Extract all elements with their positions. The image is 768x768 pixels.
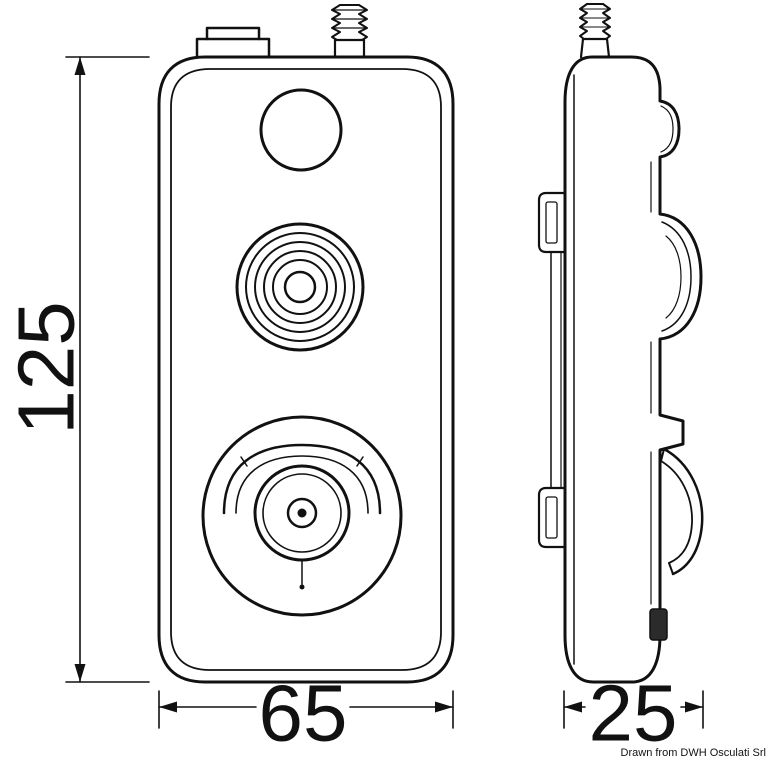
dimension-height-label: 125 (2, 301, 91, 434)
cable-gland-icon (331, 4, 368, 59)
cable-gland-side-icon (579, 3, 611, 59)
front-body-inner (170, 68, 442, 671)
rotary-knob (201, 415, 403, 617)
depth-dimension: 25 (563, 669, 704, 758)
credit-text: Drawn from DWH Osculati Srl (621, 747, 766, 759)
mounting-bracket (537, 191, 567, 549)
side-view (537, 3, 704, 684)
indicator-circle (259, 88, 343, 172)
dimension-depth-label: 25 (589, 669, 678, 758)
top-mount-tab (195, 26, 271, 59)
height-dimension: 125 (2, 56, 150, 683)
knob-center-dot (297, 508, 307, 518)
side-top-bump (660, 105, 674, 153)
buzzer-rings (235, 222, 365, 352)
dimension-width-label: 65 (259, 669, 348, 758)
side-bottom-block (649, 608, 668, 641)
width-dimension: 65 (158, 669, 454, 758)
front-body-outer (157, 55, 455, 684)
front-view (157, 4, 455, 684)
side-body-outer (563, 55, 703, 684)
spring-clip (660, 447, 704, 576)
side-knob-ribs (661, 221, 692, 332)
